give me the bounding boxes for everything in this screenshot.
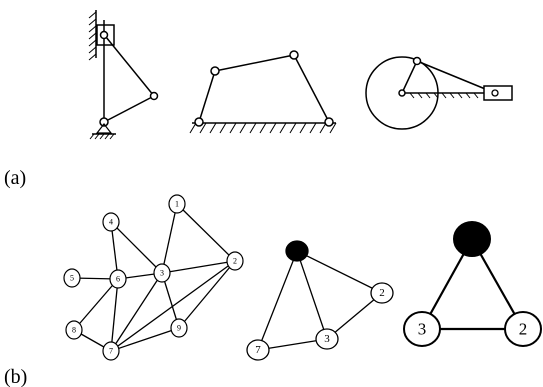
graph-large-node-3: [153, 263, 171, 283]
graph-large-node-7: [102, 341, 120, 361]
input-link: [198, 70, 216, 123]
ground-pivot: [99, 117, 109, 127]
slider-joint: [99, 30, 109, 40]
wall-hatch: [88, 11, 97, 61]
graph-large-node-label-9: 9: [177, 324, 181, 333]
crank-joint: [149, 91, 159, 101]
graph-medium-edges: [257, 250, 383, 351]
joint-c: [289, 50, 299, 60]
graph-medium: [257, 250, 383, 351]
ground-hatch: [89, 133, 115, 140]
slider-block: [96, 24, 115, 46]
crank-arm: [401, 60, 418, 94]
graph-large-node-label-2: 2: [233, 257, 237, 266]
graph-medium-node-3: [315, 328, 339, 350]
crank-pin: [412, 56, 422, 66]
graph-medium-node-9: [285, 240, 309, 262]
graph-large-node-6: [109, 269, 127, 289]
graph-large-node-5: [63, 268, 81, 288]
panel-a: (a): [4, 10, 513, 189]
joint-d: [324, 117, 334, 127]
graph-large-node-4: [102, 212, 120, 232]
panel-b: 1 2 3 4 5 6 7 8 9 9 2 3 7 1 2 3 (b): [4, 194, 542, 387]
coupler-link: [105, 36, 155, 97]
graph-large-edges: [71, 203, 236, 352]
graph-large-node-1: [168, 194, 186, 214]
joint-a: [194, 117, 204, 127]
graph-large-node-label-4: 4: [109, 218, 113, 227]
joint-b: [210, 66, 220, 76]
crank-link: [105, 95, 155, 122]
graph-large-node-label-6: 6: [116, 275, 120, 284]
graph-small-node-label-3: 3: [418, 320, 427, 339]
panel-a-label: (a): [4, 167, 26, 189]
graph-small-node-2: [504, 311, 542, 347]
graph-medium-node-label-9: 9: [294, 245, 300, 257]
graph-large-node-label-8: 8: [72, 326, 76, 335]
mechanism-slider-crank: [88, 10, 159, 140]
graph-medium-node-label-7: 7: [255, 344, 261, 356]
panel-b-label: (b): [4, 366, 27, 387]
graph-large-node-label-7: 7: [109, 347, 113, 356]
graph-large-node-label-1: 1: [175, 200, 179, 209]
slider-pin: [491, 89, 499, 97]
mechanism-four-bar: [189, 50, 337, 134]
graph-nodes: 1 2 3 4 5 6 7 8 9 9 2 3 7 1 2 3: [63, 194, 542, 361]
graph-medium-node-label-2: 2: [379, 287, 385, 299]
graph-large-node-label-5: 5: [70, 274, 74, 283]
mechanism-crank-slider: [365, 56, 513, 130]
output-link: [293, 54, 330, 123]
ground-pivot-base: [95, 123, 113, 134]
graph-medium-node-2: [370, 282, 394, 304]
ground-hatch-four-bar: [189, 122, 337, 134]
connecting-rod: [416, 60, 496, 94]
graph-large: [71, 203, 236, 352]
crank-center: [398, 89, 406, 97]
slider-ground-hatch: [409, 92, 479, 99]
graph-small-node-label-1: 1: [468, 230, 477, 249]
graph-large-node-2: [226, 251, 244, 271]
graph-large-node-9: [170, 318, 188, 338]
graph-small-node-1: [453, 221, 491, 257]
graph-large-node-8: [65, 320, 83, 340]
graph-small-node-3: [403, 311, 441, 347]
graph-medium-node-label-3: 3: [324, 333, 330, 345]
graph-large-node-label-3: 3: [160, 269, 164, 278]
graph-small-node-label-2: 2: [519, 320, 528, 339]
graph-medium-node-7: [246, 339, 270, 361]
coupler-link-four-bar: [214, 54, 295, 72]
